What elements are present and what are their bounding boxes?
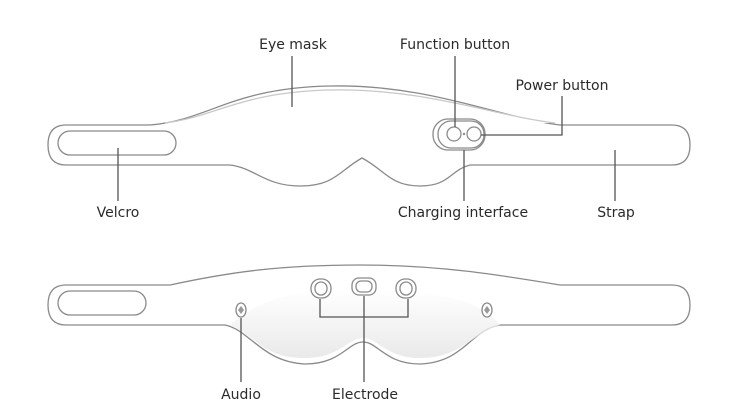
label-audio: Audio [221,387,261,403]
label-strap: Strap [597,205,635,221]
mask-outline [47,85,691,187]
label-power-button: Power button [516,78,609,94]
label-electrode: Electrode [332,387,398,403]
power-button[interactable] [466,126,482,142]
electrodes [310,277,417,299]
label-velcro: Velcro [97,205,140,221]
control-pod [432,118,486,151]
label-eye-mask: Eye mask [259,37,328,53]
mask-back-view: Audio Electrode [47,264,691,403]
label-charging-interface: Charging interface [398,205,528,221]
audio-left [235,302,247,318]
audio-right [481,302,493,318]
function-button[interactable] [446,126,462,142]
cushion [230,290,500,358]
label-function-button: Function button [400,37,510,53]
mask-front-view: Eye mask Function button Power button Ve… [47,37,691,221]
velcro-patch [57,130,177,156]
velcro-patch-back [57,290,147,316]
